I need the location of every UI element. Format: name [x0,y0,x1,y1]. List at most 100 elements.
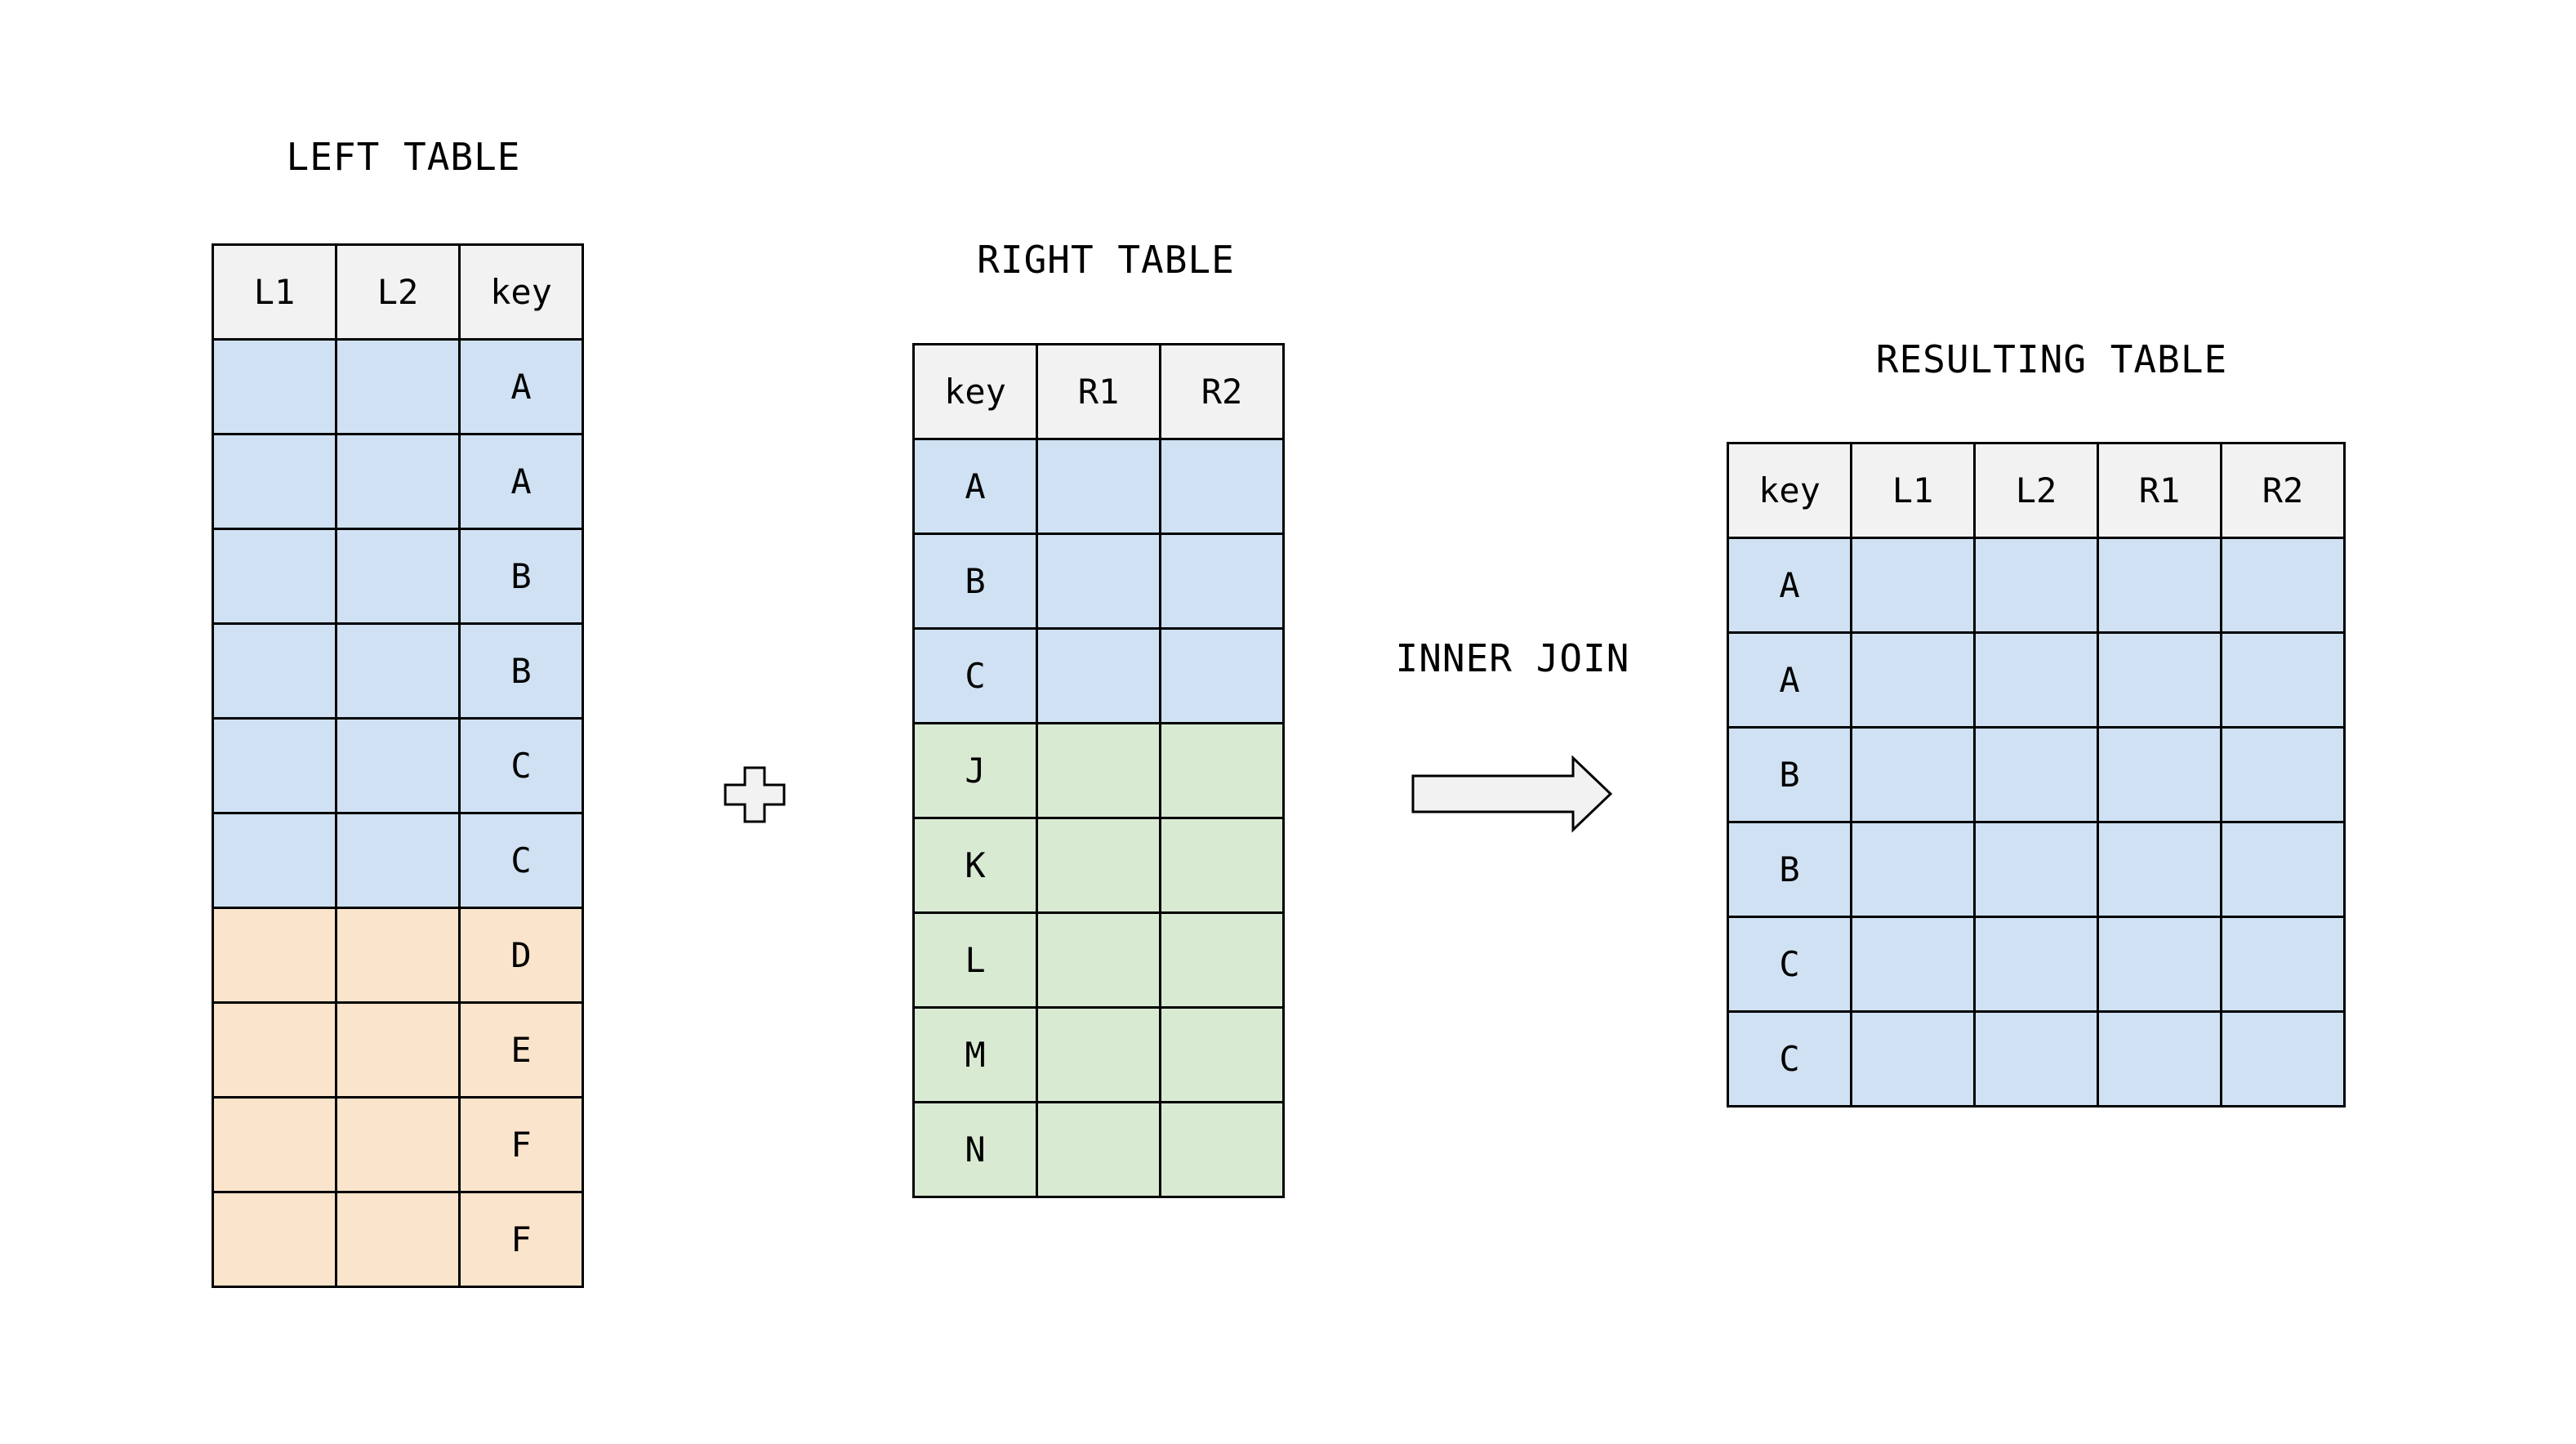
result-table-value-cell [1973,726,2099,823]
left-table-value-cell [335,1191,461,1288]
right-table-value-cell [1036,911,1161,1009]
result-header-cell: L2 [1973,442,2099,539]
left-table-row: F [212,1191,584,1288]
result-table-value-cell [1850,1010,1976,1108]
left-table-value-cell [335,433,461,530]
result-table-value-cell [2097,1010,2222,1108]
right-table-key-cell: L [912,911,1038,1009]
right-table-key-cell: A [912,438,1038,535]
result-table-value-cell [1973,1010,2099,1108]
right-table-value-cell [1159,533,1285,630]
left-header-cell: L1 [212,243,337,341]
left-table-value-cell [335,907,461,1004]
result-table-value-cell [1973,821,2099,918]
left-table-value-cell [212,1096,337,1193]
result-table-row: A [1727,631,2346,729]
left-table-row: B [212,622,584,720]
left-table-title: LEFT TABLE [286,135,521,179]
result-table-value-cell [1973,631,2099,729]
result-table-row: C [1727,916,2346,1013]
result-table-key-cell: C [1727,916,1852,1013]
plus-icon [724,766,786,823]
right-table-value-cell [1036,817,1161,914]
right-table-value-cell [1159,1006,1285,1103]
result-table-value-cell [1850,631,1976,729]
result-table-key-cell: C [1727,1010,1852,1108]
left-table-key-cell: C [458,812,584,909]
right-table-value-cell [1036,533,1161,630]
result-table-value-cell [1850,821,1976,918]
left-header-cell: key [458,243,584,341]
right-table-row: M [912,1006,1285,1103]
result-table-value-cell [2220,726,2346,823]
left-table-value-cell [212,338,337,435]
left-table-value-cell [212,717,337,814]
left-table-value-cell [212,1191,337,1288]
result-table-row: B [1727,821,2346,918]
right-table-value-cell [1159,911,1285,1009]
left-table-key-cell: A [458,338,584,435]
result-table-row: B [1727,726,2346,823]
right-table-key-cell: M [912,1006,1038,1103]
result-header-cell: R1 [2097,442,2222,539]
left-table-value-cell [212,622,337,720]
left-table-key-cell: B [458,622,584,720]
right-table-value-cell [1036,1101,1161,1198]
right-table-key-cell: K [912,817,1038,914]
left-table-value-cell [335,1001,461,1099]
result-header-cell: R2 [2220,442,2346,539]
result-table-value-cell [2220,1010,2346,1108]
right-table-row: B [912,533,1285,630]
left-table-value-cell [212,907,337,1004]
right-table-key-cell: N [912,1101,1038,1198]
result-table-title: RESULTING TABLE [1875,337,2228,381]
right-table-value-cell [1036,1006,1161,1103]
left-table-key-cell: F [458,1191,584,1288]
result-table-value-cell [1850,726,1976,823]
left-table-key-cell: B [458,528,584,625]
result-table-row: C [1727,1010,2346,1108]
left-header-cell: L2 [335,243,461,341]
result-header-cell: key [1727,442,1852,539]
left-table-row: C [212,812,584,909]
right-table-row: C [912,627,1285,724]
result-table-value-cell [2097,726,2222,823]
right-table-value-cell [1159,1101,1285,1198]
result-table-value-cell [1850,916,1976,1013]
result-table-row: A [1727,537,2346,634]
right-table-title: RIGHT TABLE [977,238,1235,282]
right-table-row: N [912,1101,1285,1198]
right-table-header-row: key R1 R2 [912,343,1285,440]
right-table-value-cell [1036,627,1161,724]
left-table-row: A [212,338,584,435]
left-table-value-cell [335,717,461,814]
left-table-key-cell: E [458,1001,584,1099]
result-table-value-cell [2220,821,2346,918]
left-table-value-cell [335,528,461,625]
right-table-row: L [912,911,1285,1009]
result-table-key-cell: A [1727,631,1852,729]
left-table-row: F [212,1096,584,1193]
result-table-key-cell: B [1727,821,1852,918]
result-table-value-cell [2097,631,2222,729]
right-table-row: J [912,722,1285,819]
right-table-value-cell [1159,817,1285,914]
left-table-row: C [212,717,584,814]
left-table-value-cell [212,433,337,530]
right-table-value-cell [1036,438,1161,535]
result-table-key-cell: A [1727,537,1852,634]
result-table-header-row: key L1 L2 R1 R2 [1727,442,2346,539]
left-table-value-cell [335,622,461,720]
left-table-value-cell [212,812,337,909]
right-header-cell: R2 [1159,343,1285,440]
result-table-value-cell [2220,631,2346,729]
left-table-header-row: L1 L2 key [212,243,584,341]
result-table-key-cell: B [1727,726,1852,823]
left-table-row: B [212,528,584,625]
left-table-value-cell [335,1096,461,1193]
right-header-cell: key [912,343,1038,440]
result-table-value-cell [2097,537,2222,634]
left-table-key-cell: A [458,433,584,530]
